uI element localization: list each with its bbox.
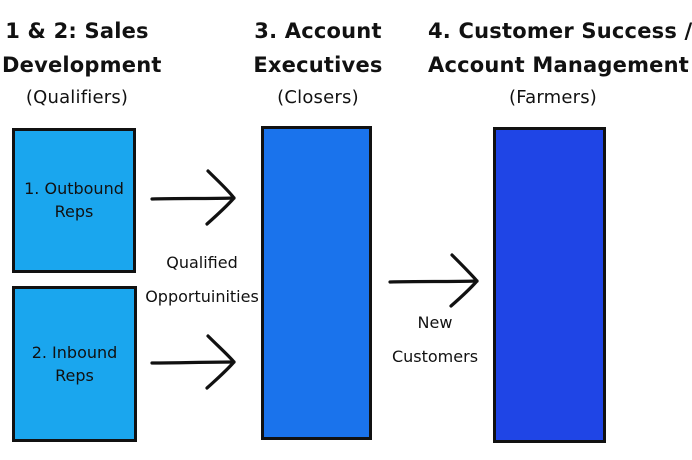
customer-success-subtitle: (Farmers): [508, 87, 598, 108]
inbound-reps-label-line-1: 2. Inbound: [31, 343, 118, 362]
sales-development-header: 1 & 2: Sales Development (Qualifiers): [2, 14, 162, 114]
account-executives-title-line-2: Executives: [253, 53, 383, 77]
new-customers-label: New Customers: [380, 306, 490, 374]
customer-success-title-line-2: Account Management: [428, 53, 690, 77]
inbound-reps-box: 2. Inbound Reps: [12, 286, 137, 442]
customer-success-title-line-1: 4. Customer Success /: [428, 19, 692, 43]
outbound-to-closers-arrow: [150, 169, 236, 226]
qualified-opportunities-line-2: Opportuinities: [145, 287, 259, 306]
outbound-reps-label-line-2: Reps: [54, 202, 94, 221]
account-executives-header: 3. Account Executives (Closers): [248, 14, 388, 114]
account-executives-subtitle: (Closers): [277, 87, 359, 108]
qualified-opportunities-label: Qualified Opportuinities: [138, 246, 266, 314]
customer-success-box: [493, 127, 606, 443]
inbound-reps-label-line-2: Reps: [55, 366, 94, 385]
account-executives-title-line-1: 3. Account: [254, 19, 382, 43]
account-executives-box: [261, 126, 372, 440]
new-customers-line-1: New: [417, 313, 453, 332]
sales-development-subtitle: (Qualifiers): [25, 87, 129, 108]
customer-success-header: 4. Customer Success / Account Management…: [428, 14, 692, 114]
sales-development-title-line-2: Development: [2, 53, 162, 77]
outbound-reps-label-line-1: 1. Outbound: [24, 179, 124, 198]
closers-to-farmers-arrow: [388, 253, 479, 308]
inbound-reps-label: 2. Inbound Reps: [15, 341, 134, 387]
sales-development-title-line-1: 1 & 2: Sales: [5, 19, 149, 43]
qualified-opportunities-line-1: Qualified: [166, 253, 238, 272]
outbound-reps-box: 1. Outbound Reps: [12, 128, 136, 273]
inbound-to-closers-arrow: [150, 334, 236, 390]
outbound-reps-label: 1. Outbound Reps: [15, 177, 133, 223]
new-customers-line-2: Customers: [391, 347, 479, 366]
